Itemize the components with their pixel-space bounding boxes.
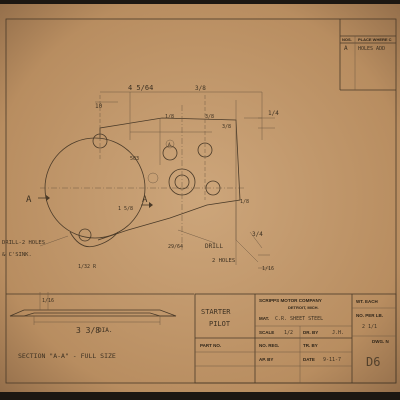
revision-table: NOS. PLACE WHERE C A HOLES ADD xyxy=(339,19,396,91)
part-no-label: PART NO. xyxy=(200,343,221,348)
revision-row-note: HOLES ADD xyxy=(358,46,385,52)
scale-label: SCALE xyxy=(259,330,274,335)
no-per-lb-value: 2 1/1 xyxy=(362,324,377,330)
hole-center-upper xyxy=(162,145,178,161)
dwg-value: D6 xyxy=(366,355,380,369)
dwg-label: DWG. N xyxy=(372,339,389,344)
note-drill-right: DRILL xyxy=(205,243,223,250)
part-plate-outline xyxy=(97,117,241,241)
frame-edge-bottom xyxy=(0,392,400,400)
lower-lug xyxy=(69,231,119,248)
dim-left: 10 xyxy=(95,103,103,110)
ap-by-label: AP. BY xyxy=(259,357,273,362)
hole-small xyxy=(147,172,159,184)
dim-lower-mid: 3/4 xyxy=(252,231,263,238)
dimension-text: 4 5/64 3/8 10 1/8 3/8 3/8 1/4 1/8 1 5/8 … xyxy=(2,84,279,272)
dim-lower-left: 1 5/8 xyxy=(118,206,133,212)
scale-value: 1/2 xyxy=(284,330,293,336)
revision-col-place: PLACE WHERE C xyxy=(358,37,392,42)
hole-lower-lug xyxy=(78,228,92,242)
section-letter-left: A xyxy=(26,195,32,205)
no-per-lb-label: NO. PER LB. xyxy=(356,313,383,318)
mat-value: C.R. SHEET STEEL xyxy=(275,316,323,322)
revision-col-no: NOS. xyxy=(342,37,352,42)
mat-label: MAT. xyxy=(259,316,269,321)
frame-edge-top xyxy=(0,0,400,4)
note-drill-left: DRILL-2 HOLES xyxy=(2,240,45,246)
dim-radius: 1/32 R xyxy=(78,264,97,270)
section-thickness: 1/16 xyxy=(42,298,54,304)
circle-callout xyxy=(165,139,175,149)
note-csink: & C'SINK. xyxy=(2,252,32,258)
company-city: DETROIT, MICH. xyxy=(288,305,319,310)
section-dia-value: 3 3/8 xyxy=(76,326,100,335)
tr-by-label: TR. BY xyxy=(303,343,318,348)
no-reg-label: NO. REG. xyxy=(259,343,279,348)
date-value: 9-11-7 xyxy=(323,357,341,363)
dim-mid2: 3/8 xyxy=(205,114,214,120)
paper-background xyxy=(0,4,400,392)
dim-mid1: 1/8 xyxy=(165,114,174,120)
part-title-line1: STARTER xyxy=(201,308,231,316)
dim-center: 503 xyxy=(130,156,139,162)
dim-drill-size: 29/64 xyxy=(168,244,183,250)
section-dia-label: DIA. xyxy=(98,327,112,334)
section-view: 1/16 3 3/8 DIA. SECTION "A-A" - FULL SIZ… xyxy=(6,292,194,360)
part-outline xyxy=(38,91,275,269)
dim-bottom-sixteenth: 1/16 xyxy=(262,266,274,272)
circle-label: A xyxy=(168,142,171,148)
section-letter-right: A xyxy=(142,195,148,205)
wt-each-label: WT. EACH xyxy=(356,299,378,304)
part-title-line2: PILOT xyxy=(209,320,231,328)
note-holes: 2 HOLES xyxy=(212,258,235,264)
dr-by-value: J.H. xyxy=(332,330,344,336)
date-label: DATE xyxy=(303,357,315,362)
revision-row-letter: A xyxy=(344,45,348,52)
dim-right-qtr: 1/4 xyxy=(268,110,279,117)
section-caption: SECTION "A-A" - FULL SIZE xyxy=(18,352,116,360)
title-block: STARTER PILOT SCRIPPS MOTOR COMPANY DETR… xyxy=(194,293,397,384)
dim-top-right: 3/8 xyxy=(195,85,206,92)
company-name: SCRIPPS MOTOR COMPANY xyxy=(259,298,322,303)
dim-overall: 4 5/64 xyxy=(128,84,153,92)
dim-right-sixteenth: 1/8 xyxy=(240,199,249,205)
dim-mid3: 3/8 xyxy=(222,124,231,130)
dr-by-label: DR. BY xyxy=(303,330,318,335)
